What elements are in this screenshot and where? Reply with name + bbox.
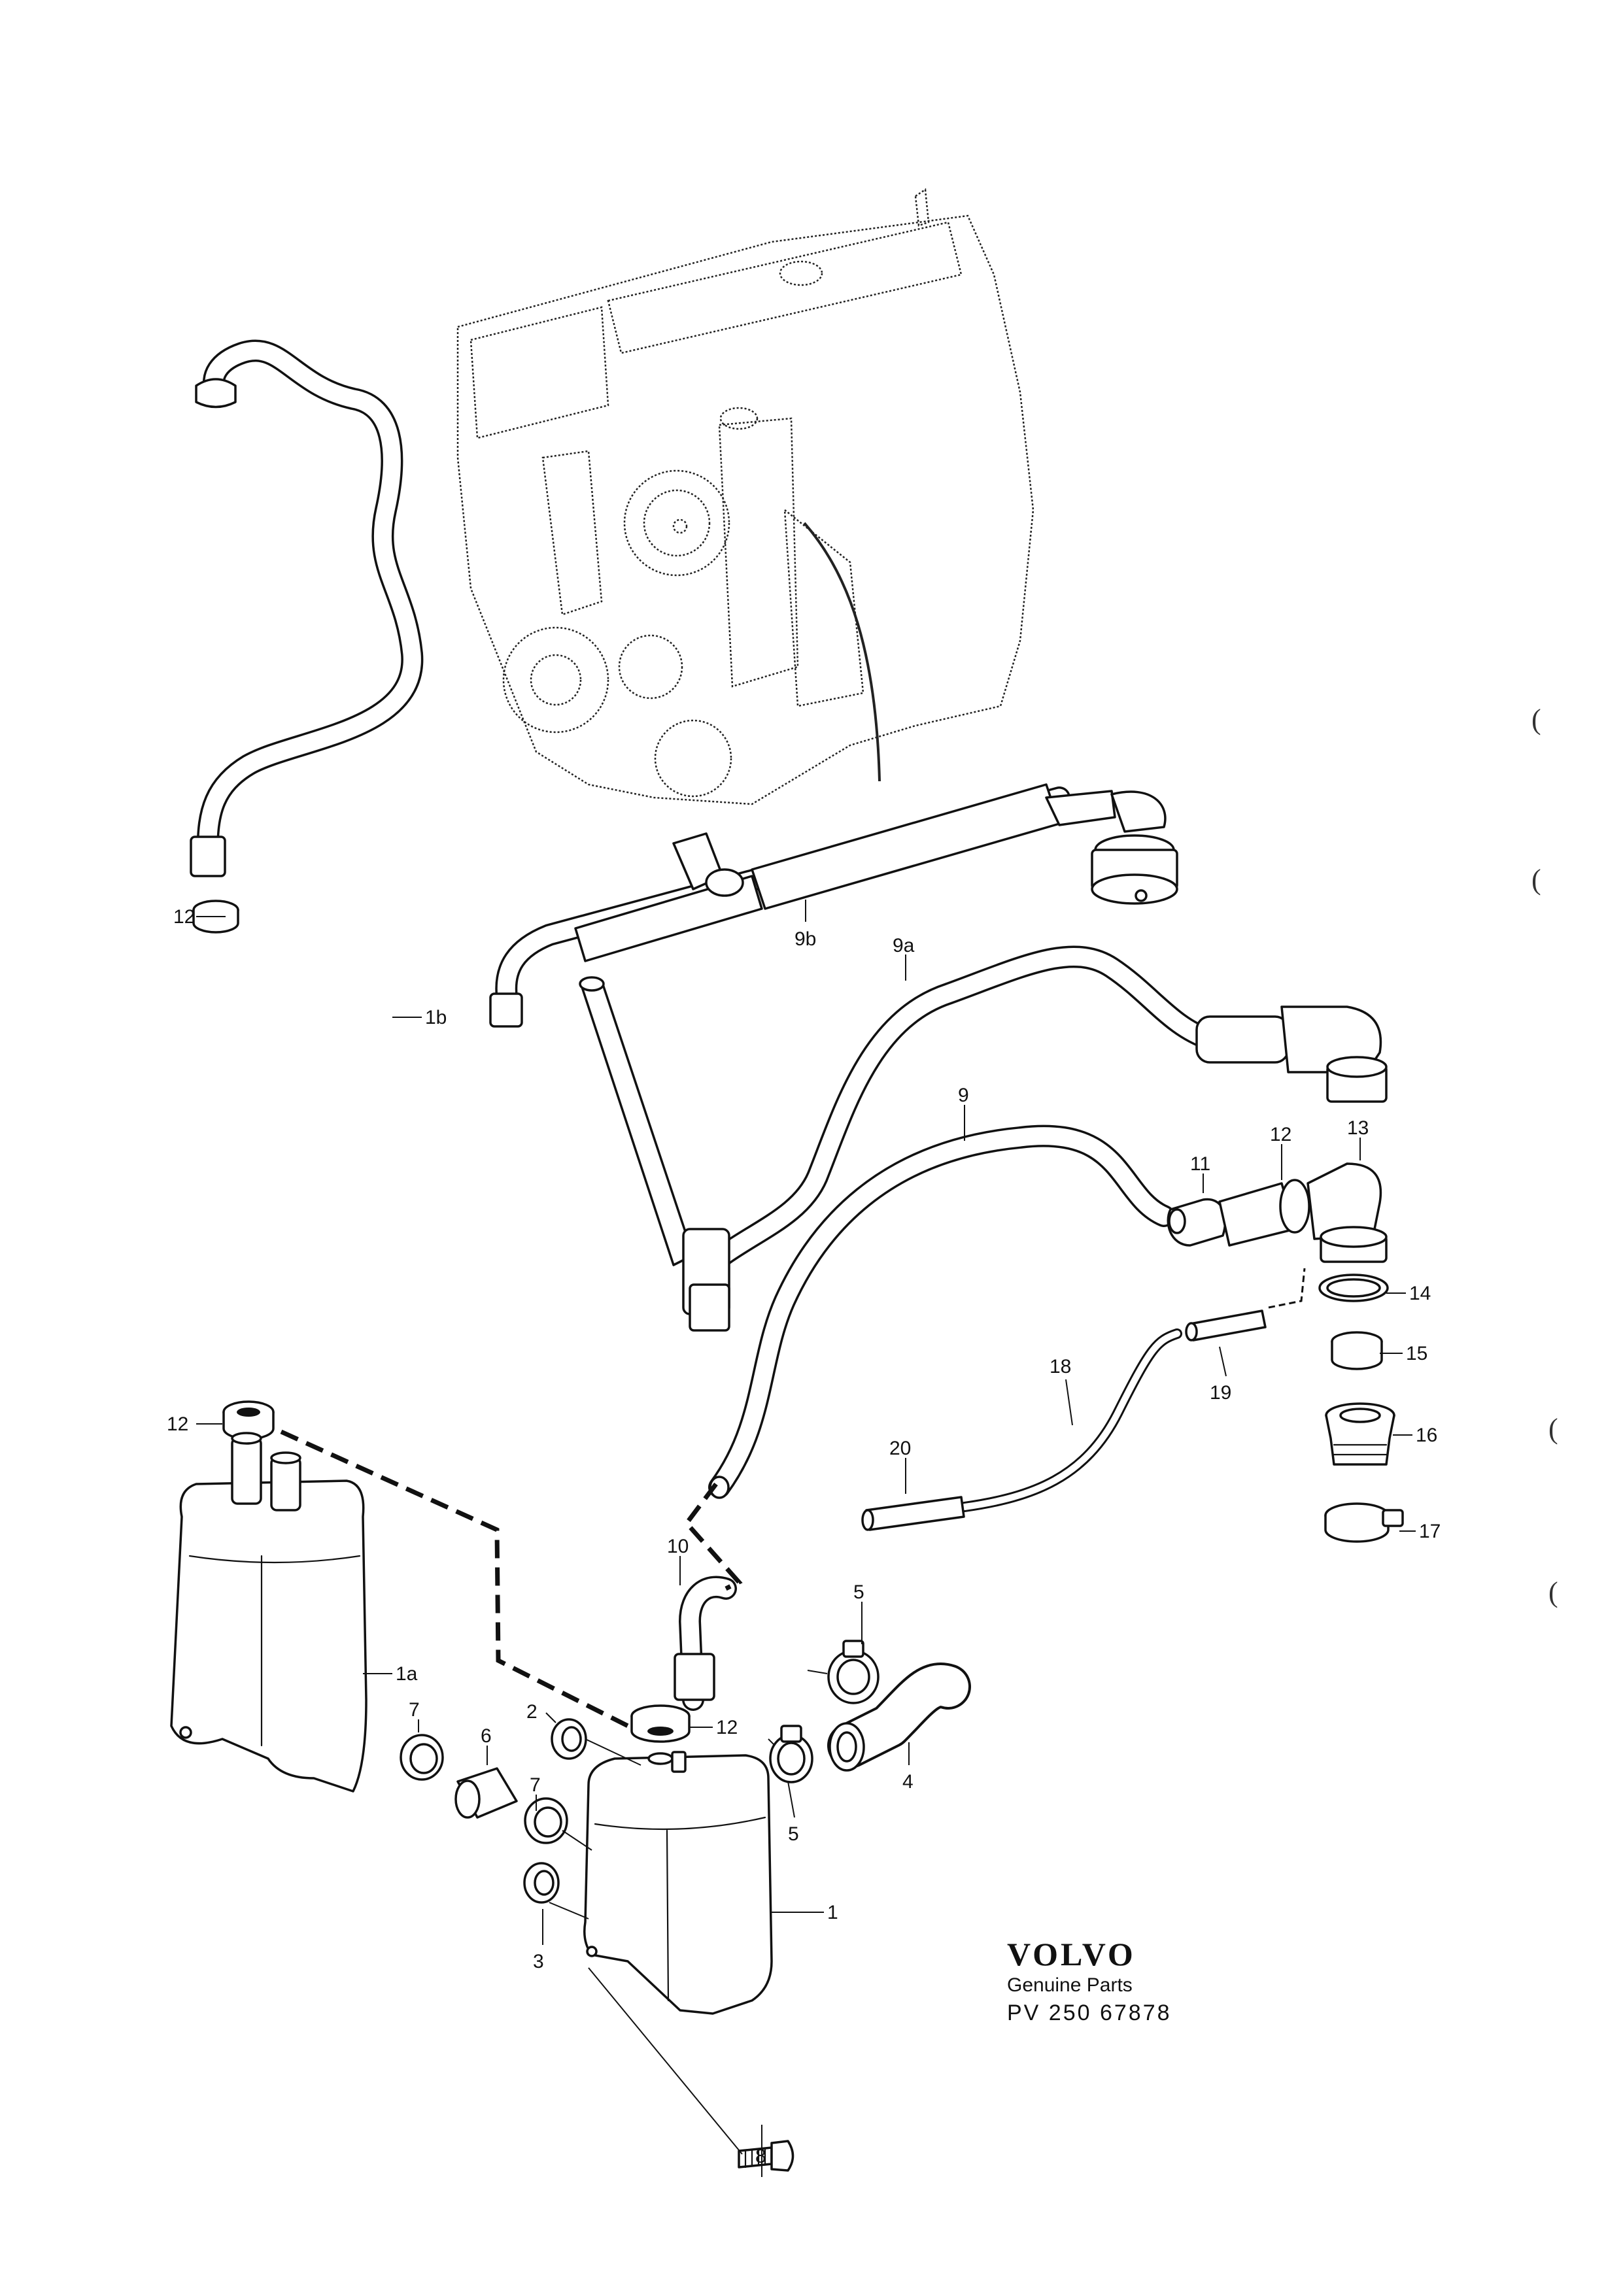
route-line-9-10 bbox=[683, 1482, 743, 1591]
callout-1: 1 bbox=[827, 1902, 838, 1923]
pipe-18-19-20 bbox=[861, 1309, 1267, 1531]
callout-15: 15 bbox=[1406, 1343, 1427, 1364]
callout-12-center: 12 bbox=[716, 1717, 738, 1738]
callout-17: 17 bbox=[1419, 1521, 1441, 1542]
ring-3 bbox=[523, 1862, 560, 1904]
callout-12-left: 12 bbox=[167, 1413, 188, 1435]
hose-1b bbox=[190, 339, 424, 877]
clamp-5-lower bbox=[769, 1725, 813, 1783]
callout-5-upper: 5 bbox=[853, 1581, 864, 1603]
leader-lines bbox=[196, 900, 1416, 2177]
callout-13: 13 bbox=[1347, 1117, 1369, 1139]
callout-9a: 9a bbox=[893, 935, 915, 956]
callout-4: 4 bbox=[902, 1771, 914, 1793]
callout-12-upper: 12 bbox=[173, 906, 195, 928]
ring-2 bbox=[551, 1718, 587, 1760]
margin-mark: ( bbox=[1531, 703, 1541, 735]
callout-10: 10 bbox=[667, 1536, 689, 1557]
elbow-10 bbox=[674, 1576, 737, 1711]
callout-5-lower: 5 bbox=[788, 1823, 799, 1845]
bolt-8 bbox=[738, 2140, 794, 2172]
clamp-12-upper bbox=[192, 900, 239, 934]
callout-20: 20 bbox=[889, 1438, 911, 1459]
part-reference: PV 250 67878 bbox=[1007, 2001, 1172, 2025]
brand-subtitle: Genuine Parts bbox=[1007, 1974, 1133, 1996]
clamp-17 bbox=[1324, 1502, 1404, 1543]
clamp-7-left bbox=[400, 1734, 444, 1781]
separator-1a bbox=[170, 1432, 367, 1793]
callout-12-right: 12 bbox=[1270, 1124, 1291, 1145]
brand-block: VOLVO Genuine Parts PV 250 67878 bbox=[1007, 1935, 1242, 2026]
margin-mark: ( bbox=[1548, 1413, 1558, 1445]
margin-mark: ( bbox=[1548, 1576, 1558, 1608]
clamp-12-left bbox=[222, 1400, 275, 1440]
plug-16 bbox=[1325, 1402, 1395, 1466]
hose-9 bbox=[708, 1124, 1175, 1499]
hose-4 bbox=[827, 1663, 971, 1772]
callout-1a: 1a bbox=[396, 1663, 418, 1685]
callout-9: 9 bbox=[958, 1085, 969, 1106]
callout-7-left: 7 bbox=[409, 1699, 420, 1721]
callout-9b: 9b bbox=[794, 928, 816, 950]
sleeve-6 bbox=[454, 1767, 518, 1819]
hose-9a bbox=[579, 945, 1388, 1332]
fitting-11-12-13 bbox=[1167, 1162, 1388, 1263]
oring-14 bbox=[1318, 1274, 1389, 1302]
callout-6: 6 bbox=[481, 1725, 492, 1747]
callout-19: 19 bbox=[1210, 1382, 1231, 1404]
clamp-7-right bbox=[524, 1797, 568, 1844]
engine-block bbox=[456, 188, 1034, 805]
callout-8: 8 bbox=[755, 2146, 766, 2167]
margin-mark: ( bbox=[1531, 864, 1541, 896]
callout-18: 18 bbox=[1050, 1356, 1071, 1377]
callout-2: 2 bbox=[526, 1701, 538, 1723]
callout-14: 14 bbox=[1409, 1283, 1431, 1304]
separator-1 bbox=[583, 1751, 773, 2015]
callout-11: 11 bbox=[1190, 1153, 1210, 1175]
brand-name: VOLVO bbox=[1007, 1936, 1136, 1972]
callout-1b: 1b bbox=[425, 1007, 447, 1028]
cap-15 bbox=[1331, 1331, 1383, 1370]
clamp-12-center bbox=[630, 1704, 691, 1743]
hose-9b bbox=[489, 783, 1178, 1028]
callout-3: 3 bbox=[533, 1951, 544, 1972]
callout-16: 16 bbox=[1416, 1425, 1437, 1446]
callout-labels: 12 1b 9b 9a 9 11 12 13 14 15 16 17 18 19… bbox=[167, 906, 1441, 2167]
clamp-5-upper bbox=[827, 1640, 880, 1704]
callout-7-right: 7 bbox=[530, 1774, 541, 1796]
route-line-1a-1 bbox=[280, 1429, 655, 1742]
